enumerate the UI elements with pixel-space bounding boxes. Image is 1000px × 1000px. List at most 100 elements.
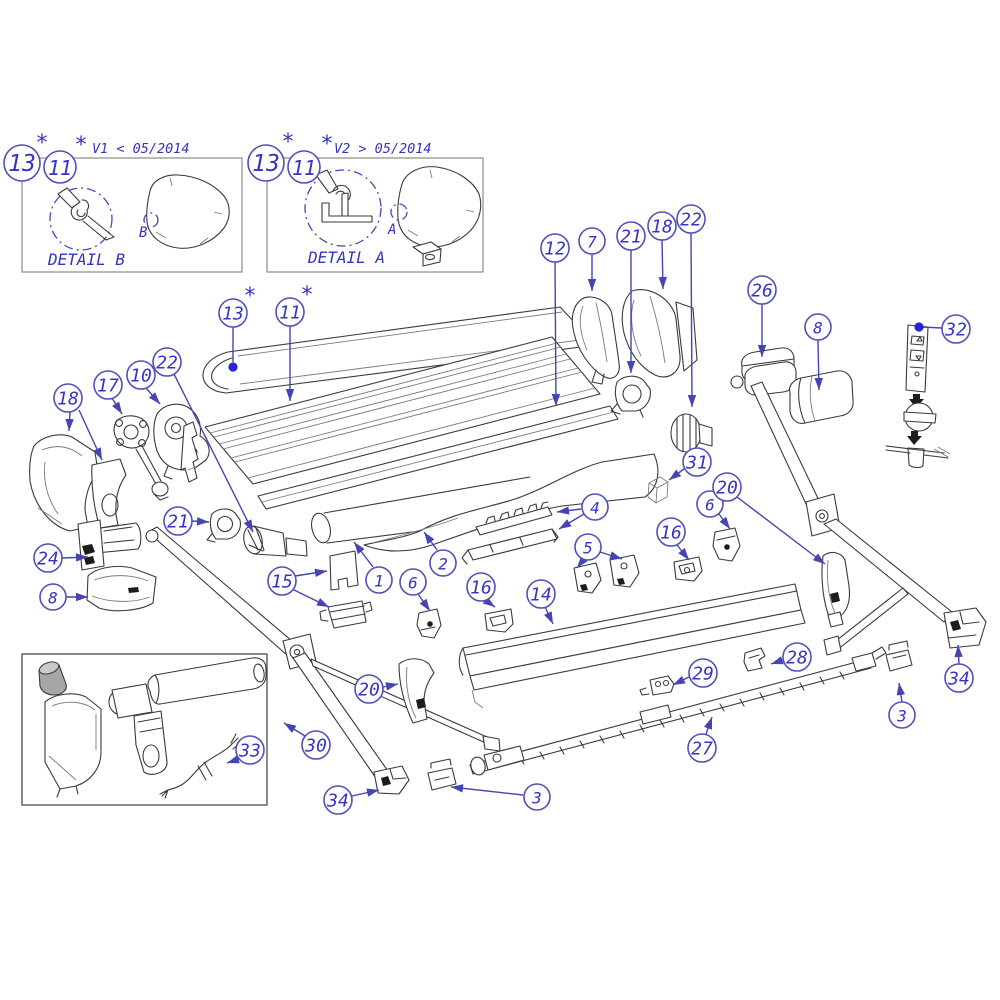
detail-box-b: B DETAIL B V1 < 05/2014: [21, 141, 243, 273]
callout-number: 18: [57, 389, 79, 410]
callout-1: 1: [353, 541, 393, 594]
callout-circle: [540, 233, 570, 263]
callout-circle: [941, 314, 971, 344]
callout-circle: [267, 566, 297, 596]
callout-21: 21: [163, 506, 210, 536]
mounting-rail-lower: [461, 528, 559, 565]
callout-number: 26: [751, 281, 773, 302]
callout-number: 8: [48, 589, 58, 608]
callout-number: 13: [252, 151, 280, 177]
callout-13: 13*: [247, 130, 295, 182]
end-cap-left-inner: [91, 458, 127, 529]
rubber-cap: [38, 661, 67, 696]
callout-14: 14: [526, 579, 556, 625]
callout-number: 34: [326, 791, 349, 812]
callout-number: 2: [438, 555, 448, 574]
detail-b-version-label: V1 < 05/2014: [92, 141, 190, 157]
callout-number: 20: [716, 478, 738, 499]
callout-circle: [656, 517, 686, 547]
callout-asterisk: *: [281, 130, 294, 155]
callout-number: 11: [292, 156, 316, 180]
callout-11: 11*: [287, 132, 334, 184]
callout-number: 16: [470, 578, 492, 599]
detail-a-ref-letter: A: [387, 222, 396, 238]
callout-number: 6: [408, 574, 418, 593]
arm-bracket-20-left: [398, 658, 435, 724]
arm-left-fore: [292, 652, 501, 782]
callout-circle: [126, 360, 156, 390]
callout-circle: [782, 642, 812, 672]
callout-number: 34: [947, 669, 970, 690]
callout-34: 34: [323, 785, 380, 815]
fixing-plate-15-lower: [319, 600, 373, 629]
callout-circle: [676, 204, 706, 234]
clamp-16-right: [673, 556, 703, 582]
callout-circle: [581, 493, 609, 521]
callout-33: 33: [226, 735, 265, 765]
callout-6: 6: [399, 568, 431, 612]
callout-8: 8: [804, 313, 832, 391]
callout-number: 22: [680, 210, 702, 231]
spacer-block-31: [647, 476, 669, 504]
callout-number: 24: [37, 549, 59, 570]
callout-15: 15: [267, 566, 330, 608]
callout-number: 16: [660, 523, 682, 544]
callout-number: 20: [358, 680, 380, 701]
callout-number: 11: [279, 303, 301, 324]
callout-circle: [804, 313, 832, 341]
motor-cable-33: [159, 733, 242, 799]
callout-circle: [235, 735, 265, 765]
callout-6: 6: [696, 490, 731, 530]
callout-asterisk: *: [35, 131, 48, 156]
detail-a-profile: [315, 169, 373, 223]
callout-number: 13: [222, 304, 244, 325]
end-cap-left-outer: [29, 434, 99, 532]
callout-27: 27: [687, 716, 717, 763]
detail-a-caption: DETAIL A: [307, 248, 385, 267]
roller-end-left: [243, 525, 308, 557]
callout-30: 30: [283, 722, 331, 760]
front-lead-rail: [458, 583, 806, 709]
detail-b-caption: DETAIL B: [47, 250, 125, 269]
callout-number: 22: [156, 353, 178, 374]
callout-number: 6: [705, 496, 715, 515]
detail-b-zoom-circle: [49, 187, 113, 251]
roller-drive-adapter-22: [670, 413, 713, 453]
bracket-6-right: [712, 527, 741, 562]
callout-circle: [888, 701, 916, 729]
callout-34: 34: [944, 644, 974, 693]
callout-number: 30: [304, 736, 327, 757]
mounting-rail-upper: [475, 501, 553, 536]
callout-number: 1: [374, 572, 384, 591]
callout-circle: [247, 144, 285, 182]
callout-asterisk: *: [243, 284, 256, 309]
callout-circle: [944, 663, 974, 693]
detail-b-marker-circle: [143, 212, 159, 228]
callout-10: 10: [126, 360, 161, 405]
callout-number: 28: [786, 648, 808, 669]
rail-clamp-3-right: [885, 640, 913, 672]
callout-20: 20: [354, 674, 399, 704]
remote-rail-adapter: [907, 447, 925, 469]
callout-22: 22: [152, 347, 254, 533]
callout-circle: [712, 472, 742, 502]
callout-21: 21: [616, 221, 646, 373]
case-bottom-profile-bar: [257, 405, 619, 510]
callout-number: 32: [944, 320, 967, 341]
callout-16: 16: [466, 572, 496, 608]
callout-circle: [163, 506, 193, 536]
detail-b-ref-letter: B: [139, 225, 147, 241]
callout-number: 17: [97, 376, 119, 397]
callout-number: 18: [651, 217, 673, 238]
callout-circle: [616, 221, 646, 251]
callout-13: 13*: [218, 284, 257, 372]
callout-number: 11: [48, 156, 72, 180]
callout-asterisk: *: [320, 132, 333, 157]
callout-circle: [275, 297, 305, 327]
callout-3: 3: [888, 682, 916, 729]
callout-number: 21: [620, 227, 642, 248]
cover-8-left: [86, 565, 157, 612]
callout-asterisk: *: [74, 133, 87, 158]
callout-17: 17: [93, 370, 123, 415]
